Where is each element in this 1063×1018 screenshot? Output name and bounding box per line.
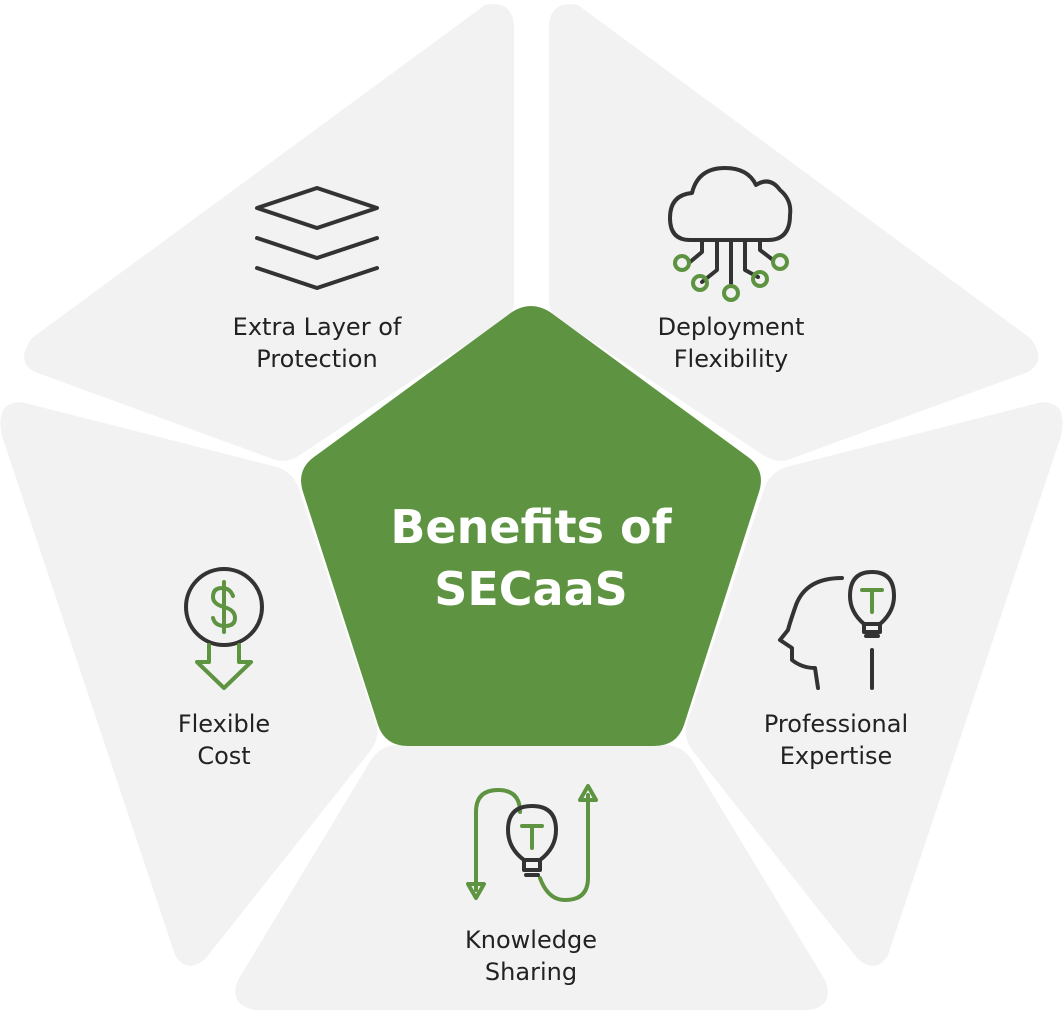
label-line: Extra Layer of [232, 313, 402, 341]
segment-knowledge-sharing [235, 745, 828, 1010]
layers-icon [255, 186, 379, 290]
label-line: Protection [256, 345, 378, 373]
label-professional-expertise: Professional Expertise [706, 708, 966, 772]
label-line: Sharing [484, 958, 578, 986]
label-line: Flexible [177, 710, 271, 738]
dollar-down-icon [184, 567, 264, 690]
segment-flexible-cost [0, 402, 378, 966]
label-line: Cost [197, 742, 251, 770]
label-line: Knowledge [465, 926, 597, 954]
label-flexible-cost: Flexible Cost [94, 708, 354, 772]
label-deployment-flexibility: Deployment Flexibility [601, 311, 861, 375]
center-title-line: Benefits of [390, 500, 672, 554]
label-line: Professional [763, 710, 909, 738]
segment-professional-expertise [685, 402, 1063, 966]
label-line: Expertise [779, 742, 893, 770]
center-title: Benefits of SECaaS [331, 496, 731, 620]
label-extra-layer-of-protection: Extra Layer of Protection [187, 311, 447, 375]
segment-deployment-flexibility [549, 4, 1039, 461]
label-line: Flexibility [673, 345, 789, 373]
center-title-line: SECaaS [434, 562, 628, 616]
segment-extra-layer-of-protection [24, 4, 515, 461]
cloud-network-icon [668, 166, 793, 302]
head-lightbulb-icon [778, 570, 896, 690]
label-line: Deployment [657, 313, 805, 341]
label-knowledge-sharing: Knowledge Sharing [401, 924, 661, 988]
center-pentagon [301, 306, 761, 746]
lightbulb-cycle-icon [466, 784, 598, 902]
